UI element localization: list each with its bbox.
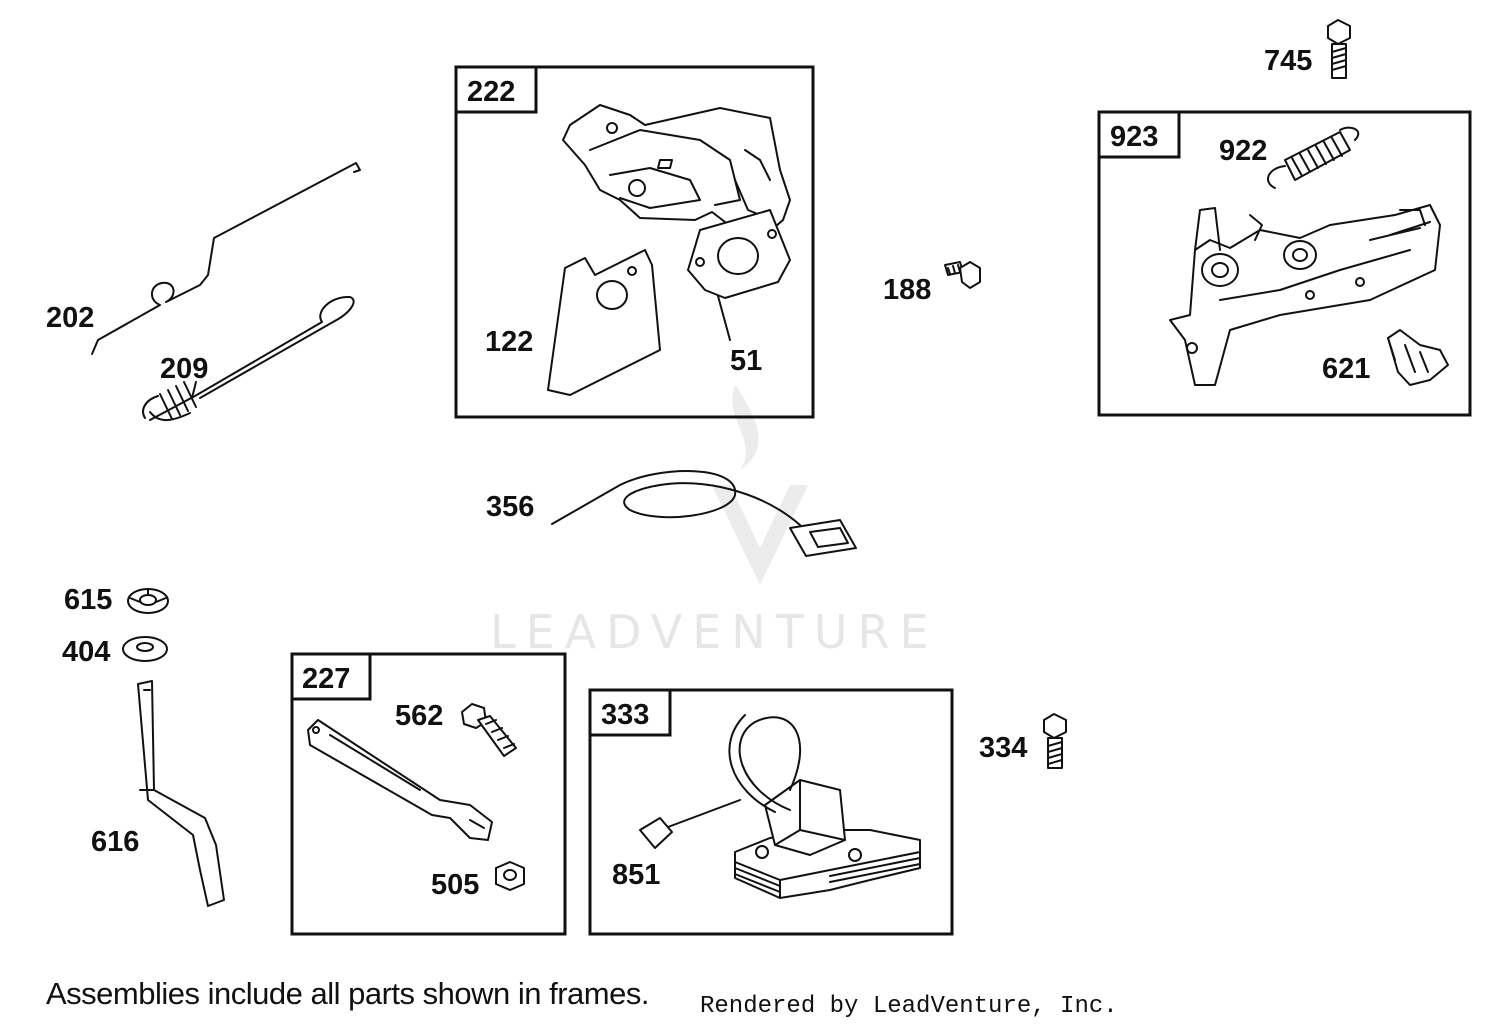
frame-227: 227 (290, 652, 567, 936)
part-label-621: 621 (1322, 353, 1370, 385)
frame-227-tag: 227 (302, 663, 350, 695)
frame-923-tag: 923 (1110, 121, 1158, 153)
part-label-51: 51 (730, 345, 762, 377)
part-label-615: 615 (64, 584, 112, 616)
part-label-505: 505 (431, 869, 479, 901)
throttle-lever-drawing (307, 719, 493, 841)
clip-621-drawing (1387, 329, 1449, 386)
part-label-562: 562 (395, 700, 443, 732)
part-label-404: 404 (62, 636, 110, 668)
washer-drawing (122, 636, 168, 662)
watermark-text: LEADVENTURE (490, 605, 939, 659)
part-label-122: 122 (485, 326, 533, 358)
link-wire-drawing (91, 162, 361, 355)
bolt-745-drawing (1327, 19, 1351, 79)
frame-222-tag: 222 (467, 76, 515, 108)
frame-923: 923 (1097, 110, 1472, 417)
governor-lever-drawing (137, 680, 225, 907)
retainer-ring-drawing (127, 588, 169, 614)
frame-333: 333 (588, 688, 954, 936)
spring-drawing (142, 295, 355, 421)
spring-922-drawing (1266, 126, 1360, 189)
part-label-745: 745 (1264, 45, 1312, 77)
gasket-drawing (687, 209, 791, 341)
part-label-334: 334 (979, 732, 1027, 764)
part-label-202: 202 (46, 302, 94, 334)
ground-wire-drawing (551, 470, 857, 557)
render-credit: Rendered by LeadVenture, Inc. (700, 993, 1118, 1020)
leadventure-watermark: LEADVENTURE (490, 385, 939, 659)
ignition-module-drawing (639, 714, 921, 899)
assemblies-footnote: Assemblies include all parts shown in fr… (46, 976, 649, 1011)
part-label-851: 851 (612, 859, 660, 891)
frame-222: 222 (454, 65, 815, 419)
nut-505-drawing (495, 861, 525, 891)
screw-188-drawing (944, 261, 981, 289)
governor-bracket-drawing (1169, 204, 1441, 386)
part-label-922: 922 (1219, 135, 1267, 167)
bolt-334-drawing (1043, 713, 1067, 769)
part-label-209: 209 (160, 353, 208, 385)
insulator-plate-drawing (547, 249, 661, 396)
part-label-616: 616 (91, 826, 139, 858)
part-label-356: 356 (486, 491, 534, 523)
screw-562-drawing (461, 703, 517, 757)
frame-333-tag: 333 (601, 699, 649, 731)
part-label-188: 188 (883, 274, 931, 306)
